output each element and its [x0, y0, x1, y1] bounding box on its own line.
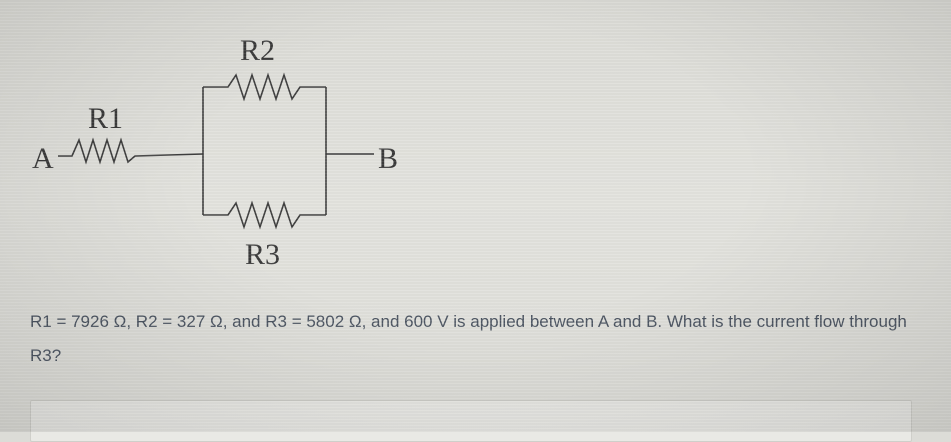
answer-input[interactable]: [30, 400, 912, 442]
resistor-r2-label: R2: [240, 34, 275, 67]
resistor-r3-symbol: [203, 200, 326, 230]
resistor-r1-symbol: [58, 137, 204, 165]
terminal-a-label: A: [32, 142, 54, 175]
resistor-r3-label: R3: [245, 238, 280, 271]
resistor-r2-symbol: [203, 72, 326, 102]
circuit-diagram: A R1 R2 R3 B: [32, 34, 398, 271]
resistor-r1-label: R1: [88, 102, 123, 135]
question-text: R1 = 7926 Ω, R2 = 327 Ω, and R3 = 5802 Ω…: [30, 312, 907, 365]
terminal-b-label: B: [378, 142, 398, 175]
